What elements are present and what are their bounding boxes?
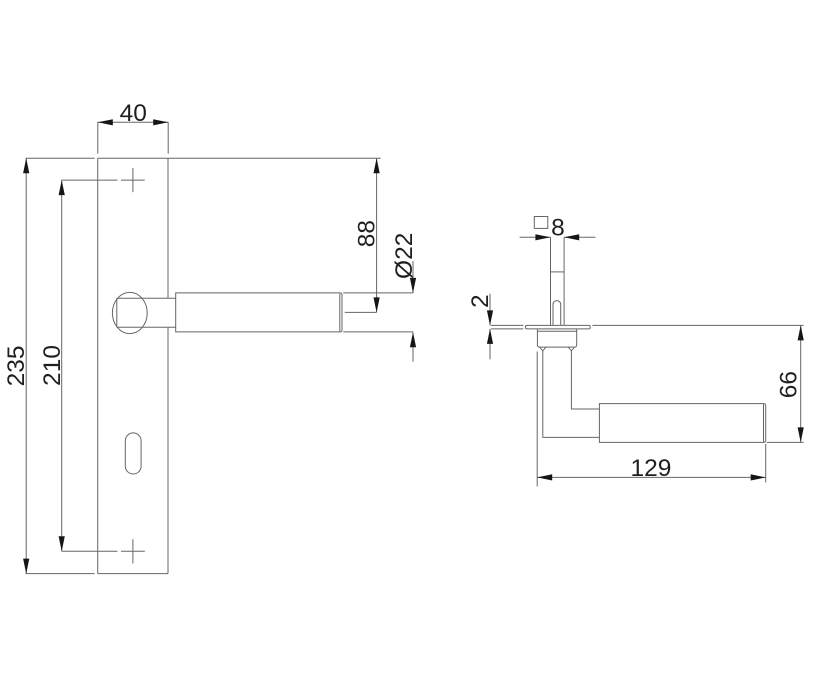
svg-text:40: 40 bbox=[120, 100, 147, 127]
svg-text:Ø22: Ø22 bbox=[391, 233, 418, 279]
svg-text:88: 88 bbox=[354, 220, 381, 247]
svg-text:129: 129 bbox=[631, 455, 672, 482]
svg-text:2: 2 bbox=[467, 294, 494, 308]
svg-text:66: 66 bbox=[776, 371, 803, 398]
svg-text:235: 235 bbox=[3, 345, 30, 386]
svg-text:8: 8 bbox=[551, 215, 565, 242]
svg-text:210: 210 bbox=[39, 345, 66, 386]
